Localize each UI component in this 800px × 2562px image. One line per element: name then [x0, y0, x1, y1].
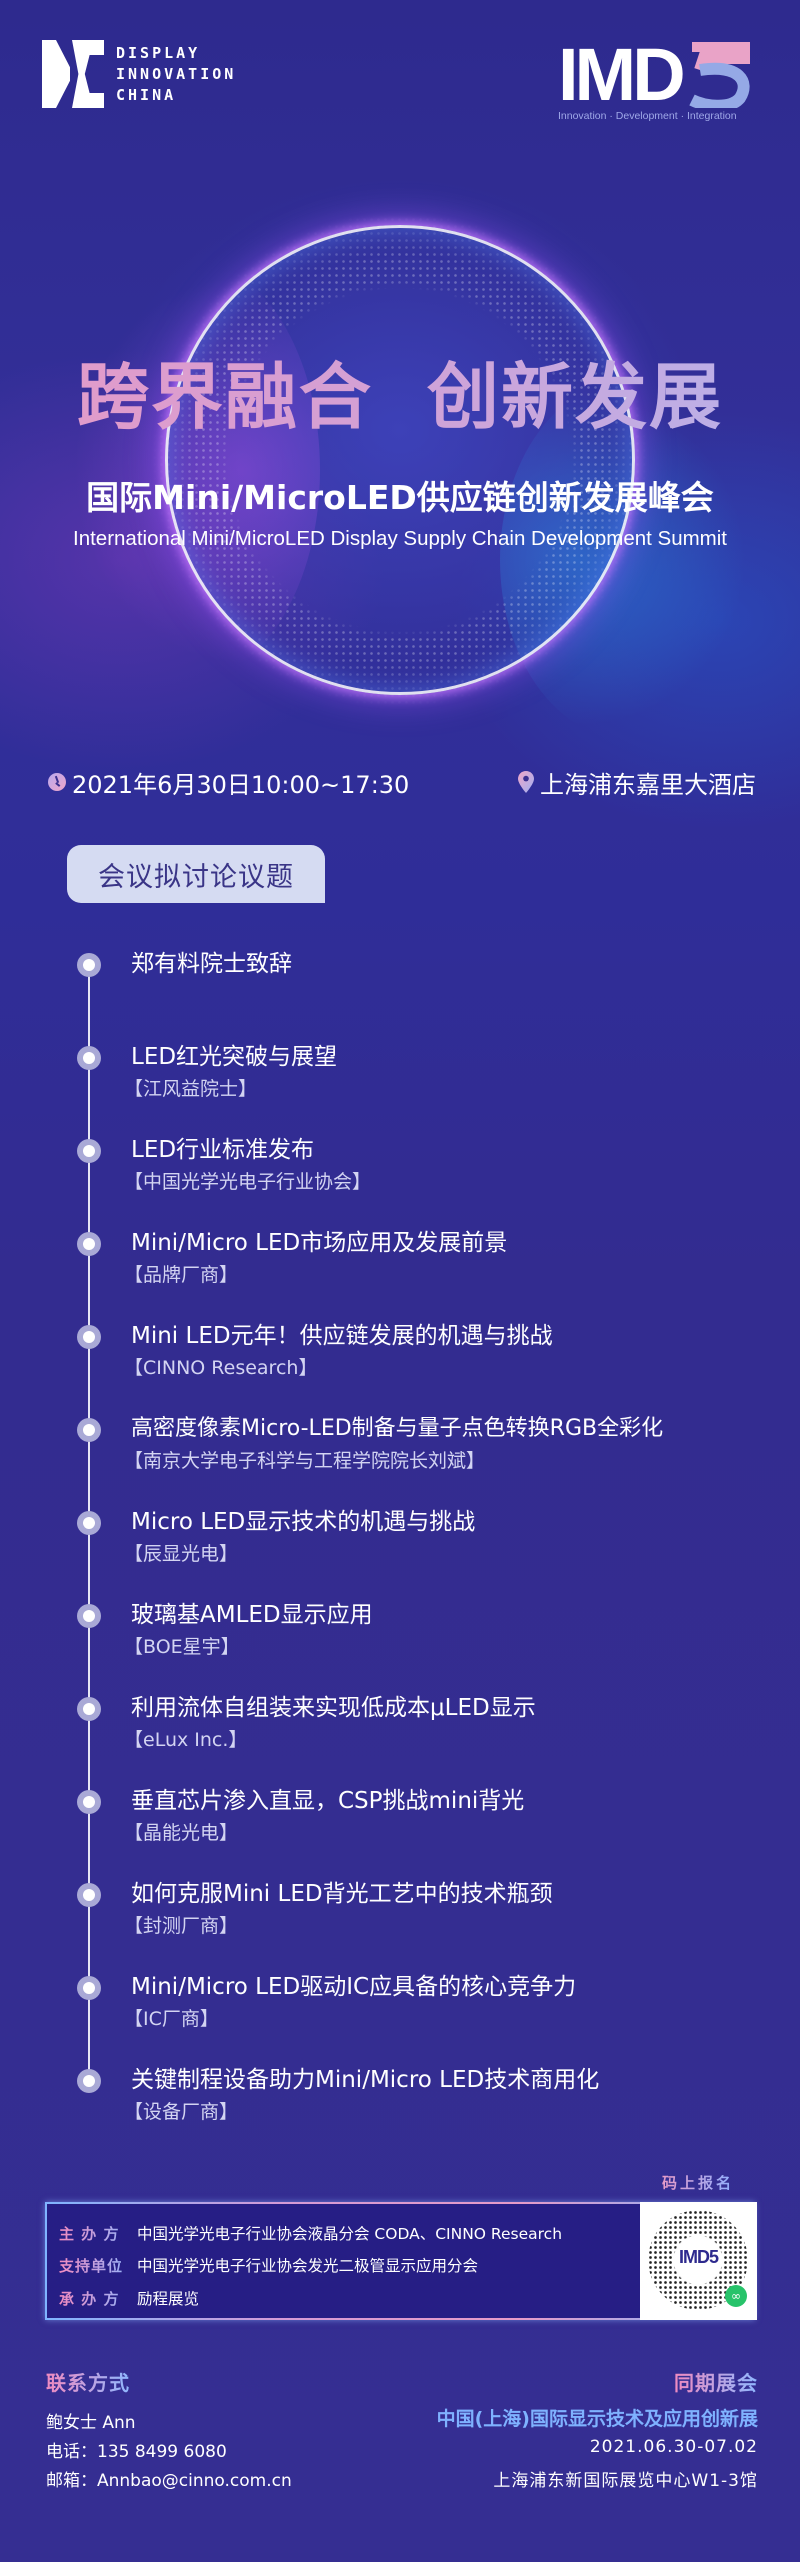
agenda-topic: Micro LED显示技术的机遇与挑战 [131, 1509, 476, 1535]
timeline-dot-icon [77, 2069, 101, 2093]
agenda-speaker: 【品牌厂商】 [124, 1264, 239, 1286]
organizer-value: 中国光学光电子行业协会发光二极管显示应用分会 [137, 2257, 479, 2275]
timeline-dot-icon [77, 1139, 101, 1163]
dic-logo-text: DISPLAY INNOVATION CHINA [116, 43, 237, 104]
agenda-topic: 如何克服Mini LED背光工艺中的技术瓶颈 [131, 1881, 553, 1907]
organizer-label: 承 办 方 [59, 2288, 135, 2309]
organizer-label: 支持单位 [59, 2255, 135, 2276]
organizers-box: 主 办 方 中国光学光电子行业协会液晶分会 CODA、CINNO Researc… [45, 2202, 755, 2320]
organizer-label: 主 办 方 [59, 2223, 135, 2244]
timeline-dot-icon [77, 1418, 101, 1442]
agenda-speaker: 【eLux Inc.】 [124, 1729, 248, 1751]
agenda-speaker: 【中国光学光电子行业协会】 [124, 1171, 372, 1193]
register-label: 码上报名 [662, 2174, 735, 2192]
imd-tagline: Innovation · Development · Integration [558, 110, 737, 122]
qr-center-logo: IMD5 [678, 2247, 719, 2267]
organizer-row-host: 主 办 方 中国光学光电子行业协会液晶分会 CODA、CINNO Researc… [59, 2222, 562, 2244]
agenda-speaker: 【设备厂商】 [124, 2101, 239, 2123]
imd5-logo: IMD Innovation · Development · Integrati… [558, 38, 758, 122]
organizer-row-support: 支持单位 中国光学光电子行业协会发光二极管显示应用分会 [59, 2254, 478, 2276]
agenda-topic: 关键制程设备助力Mini/Micro LED技术商用化 [131, 2067, 600, 2093]
timeline-dot-icon [77, 953, 101, 977]
agenda-speaker: 【CINNO Research】 [124, 1357, 318, 1379]
timeline-dot-icon [77, 1046, 101, 1070]
imd-five-icon [689, 42, 750, 108]
display-innovation-china-logo: DISPLAY INNOVATION CHINA [42, 40, 236, 108]
organizer-row-organizer: 承 办 方 励程展览 [59, 2287, 199, 2309]
agenda-topic: 利用流体自组装来实现低成本μLED显示 [131, 1695, 536, 1721]
agenda-speaker: 【江风益院士】 [124, 1078, 258, 1100]
event-datetime: 2021年6月30日10:00~17:30 [48, 765, 409, 800]
expo-name: 中国(上海)国际显示技术及应用创新展 [436, 2408, 758, 2430]
timeline-dot-icon [77, 1232, 101, 1256]
mini-program-icon: ∞ [725, 2285, 747, 2307]
expo-title: 同期展会 [674, 2367, 758, 2396]
contact-phone[interactable]: 电话：135 8499 6080 [46, 2442, 227, 2462]
timeline-dot-icon [77, 1604, 101, 1628]
contact-email[interactable]: 邮箱：Annbao@cinno.com.cn [46, 2471, 292, 2491]
agenda-topic: LED行业标准发布 [131, 1137, 315, 1163]
clock-icon [48, 773, 66, 791]
agenda-speaker: 【IC厂商】 [124, 2008, 219, 2030]
timeline-dot-icon [77, 1883, 101, 1907]
event-location-text: 上海浦东嘉里大酒店 [540, 770, 756, 799]
agenda-topic: Mini/Micro LED市场应用及发展前景 [131, 1230, 508, 1256]
hero-slogan: 跨界融合 创新发展 [0, 352, 800, 442]
event-location: 上海浦东嘉里大酒店 [518, 765, 756, 800]
registration-qr-code[interactable]: IMD5 ∞ [640, 2202, 757, 2320]
agenda-topic: 郑有料院士致辞 [131, 951, 292, 977]
agenda-section-title: 会议拟讨论议题 [67, 845, 325, 903]
agenda-speaker: 【晶能光电】 [124, 1822, 239, 1844]
timeline-dot-icon [77, 1697, 101, 1721]
agenda-topic: 高密度像素Micro-LED制备与量子点色转换RGB全彩化 [131, 1416, 664, 1441]
agenda-speaker: 【封测厂商】 [124, 1915, 239, 1937]
contact-name: 鲍女士 Ann [46, 2413, 136, 2433]
organizer-value: 励程展览 [137, 2290, 200, 2308]
agenda-topic: LED红光突破与展望 [131, 1044, 338, 1070]
imd5-logo-mark: IMD [558, 38, 758, 112]
agenda-topic: 垂直芯片渗入直显，CSP挑战mini背光 [131, 1788, 525, 1814]
agenda-speaker: 【BOE星宇】 [124, 1636, 240, 1658]
agenda-topic: Mini/Micro LED驱动IC应具备的核心竞争力 [131, 1974, 577, 2000]
timeline-dot-icon [77, 1325, 101, 1349]
timeline-dot-icon [77, 1976, 101, 2000]
organizer-value: 中国光学光电子行业协会液晶分会 CODA、CINNO Research [137, 2225, 563, 2243]
imd-letters: IMD [558, 33, 686, 116]
contact-title: 联系方式 [46, 2367, 130, 2396]
summit-title-cn: 国际Mini/MicroLED供应链创新发展峰会 [86, 478, 714, 517]
expo-dates: 2021.06.30-07.02 [589, 2437, 758, 2457]
event-datetime-text: 2021年6月30日10:00~17:30 [72, 770, 410, 799]
timeline-dot-icon [77, 1511, 101, 1535]
event-info-row: 2021年6月30日10:00~17:30 上海浦东嘉里大酒店 [48, 764, 756, 800]
map-pin-icon [518, 771, 534, 793]
dic-logo-icon [42, 40, 104, 108]
agenda-speaker: 【辰显光电】 [124, 1543, 239, 1565]
agenda-topic: Mini LED元年！供应链发展的机遇与挑战 [131, 1323, 553, 1349]
agenda-topic: 玻璃基AMLED显示应用 [131, 1602, 373, 1628]
timeline-dot-icon [77, 1790, 101, 1814]
expo-venue: 上海浦东新国际展览中心W1-3馆 [493, 2471, 758, 2491]
agenda-speaker: 【南京大学电子科学与工程学院院长刘斌】 [124, 1450, 486, 1472]
summit-title-en: International Mini/MicroLED Display Supp… [73, 527, 727, 550]
hero-glowing-ring [165, 225, 635, 695]
